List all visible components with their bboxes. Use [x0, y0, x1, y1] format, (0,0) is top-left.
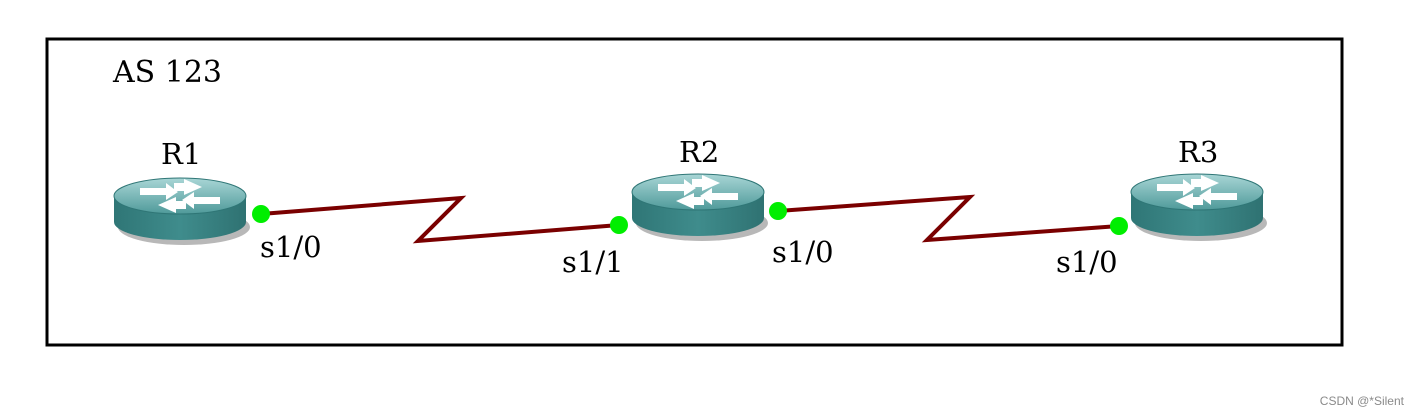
router-r3[interactable] [1130, 173, 1268, 242]
serial-link-r2-r3[interactable] [777, 194, 1120, 243]
router-name-r3: R3 [1178, 135, 1218, 169]
port-status-dot-r3-s1-0 [1110, 217, 1128, 235]
router-name-r1: R1 [161, 137, 201, 171]
watermark: CSDN @*Silent [1320, 394, 1405, 408]
router-icon [631, 173, 769, 242]
port-status-dot-r2-s1-1 [610, 216, 628, 234]
as-area-border [45, 37, 1344, 347]
port-status-dot-r1-s1-0 [252, 205, 270, 223]
router-icon [113, 177, 251, 246]
serial-link-r1-r2[interactable] [260, 195, 620, 244]
port-label-r3-s1-0: s1/0 [1056, 245, 1118, 279]
port-label-r1-s1-0: s1/0 [260, 230, 322, 264]
as-label: AS 123 [112, 55, 222, 90]
port-label-r2-s1-1: s1/1 [562, 245, 624, 279]
router-r1[interactable] [113, 177, 251, 246]
port-label-r2-s1-0: s1/0 [772, 235, 834, 269]
router-name-r2: R2 [679, 135, 719, 169]
router-icon [1130, 173, 1268, 242]
router-r2[interactable] [631, 173, 769, 242]
port-status-dot-r2-s1-0 [769, 202, 787, 220]
